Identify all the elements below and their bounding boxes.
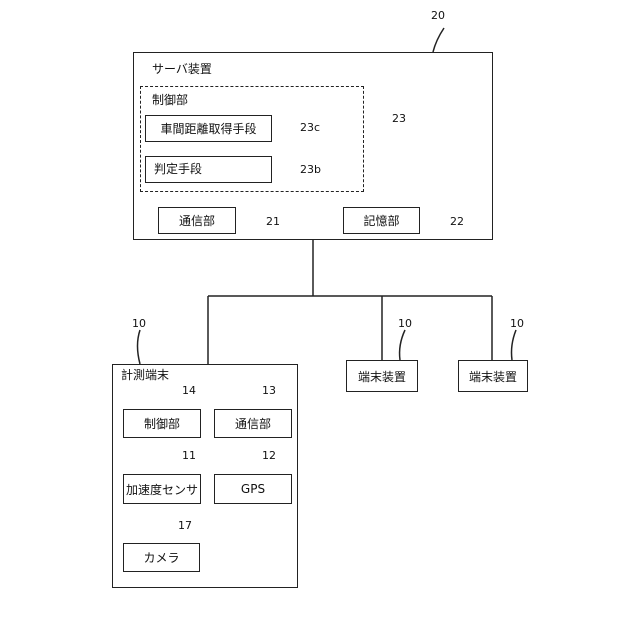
leader-10-measure bbox=[138, 330, 141, 364]
distance-unit-box: 車間距離取得手段 bbox=[145, 115, 272, 142]
judgment-unit-box: 判定手段 bbox=[145, 156, 272, 183]
accelerometer-box: 加速度センサ bbox=[123, 474, 201, 504]
camera-label: カメラ bbox=[143, 549, 179, 566]
server-title: サーバ装置 bbox=[152, 62, 212, 76]
camera-ref: 17 bbox=[178, 520, 192, 532]
gps-box: GPS bbox=[214, 474, 292, 504]
terminal-communication-box: 通信部 bbox=[214, 409, 292, 438]
server-communication-label: 通信部 bbox=[179, 212, 215, 229]
terminal-device-2: 端末装置 bbox=[458, 360, 528, 392]
accelerometer-ref: 11 bbox=[182, 450, 196, 462]
terminal-communication-label: 通信部 bbox=[235, 415, 271, 432]
server-communication-ref: 21 bbox=[266, 216, 280, 228]
control-unit-title: 制御部 bbox=[152, 93, 188, 107]
distance-unit-ref: 23c bbox=[300, 122, 320, 134]
accelerometer-label: 加速度センサ bbox=[126, 481, 198, 498]
terminal-device-1-label: 端末装置 bbox=[358, 368, 406, 385]
storage-ref: 22 bbox=[450, 216, 464, 228]
terminal-device-2-label: 端末装置 bbox=[469, 368, 517, 385]
control-unit-ref: 23 bbox=[392, 113, 406, 125]
leader-20 bbox=[433, 28, 444, 52]
server-ref: 20 bbox=[431, 10, 445, 22]
terminal-communication-ref: 13 bbox=[262, 385, 276, 397]
judgment-unit-ref: 23b bbox=[300, 164, 321, 176]
terminal-control-label: 制御部 bbox=[144, 415, 180, 432]
storage-label: 記憶部 bbox=[363, 212, 399, 229]
terminal-control-ref: 14 bbox=[182, 385, 196, 397]
leader-10-term2 bbox=[512, 330, 517, 360]
leader-10-term1 bbox=[400, 330, 405, 360]
measurement-terminal-title: 計測端末 bbox=[121, 368, 169, 382]
terminal-control-box: 制御部 bbox=[123, 409, 201, 438]
gps-ref: 12 bbox=[262, 450, 276, 462]
server-communication-box: 通信部 bbox=[158, 207, 236, 234]
terminal-device-1-ref: 10 bbox=[398, 318, 412, 330]
judgment-unit-label: 判定手段 bbox=[154, 162, 202, 176]
distance-unit-label: 車間距離取得手段 bbox=[160, 120, 256, 137]
measurement-terminal-ref: 10 bbox=[132, 318, 146, 330]
camera-box: カメラ bbox=[123, 543, 200, 572]
gps-label: GPS bbox=[241, 482, 265, 496]
storage-box: 記憶部 bbox=[343, 207, 420, 234]
terminal-device-1: 端末装置 bbox=[346, 360, 418, 392]
terminal-device-2-ref: 10 bbox=[510, 318, 524, 330]
